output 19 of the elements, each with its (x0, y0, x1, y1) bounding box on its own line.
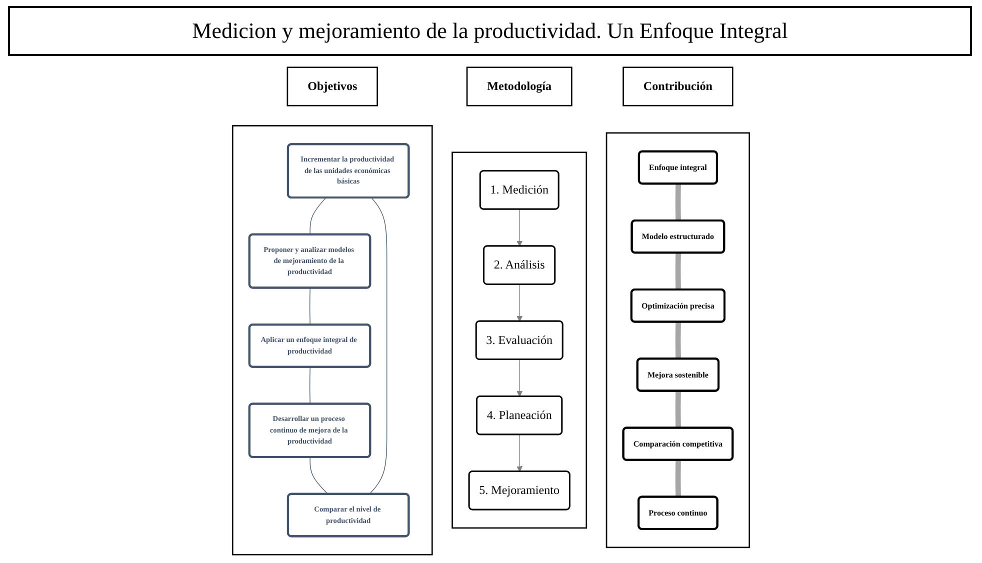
connector (675, 391, 681, 428)
node-box: Contribución (622, 66, 734, 106)
arrow (516, 359, 523, 397)
diagram-title: Medicion y mejoramiento de la productividad. Un Enfoque Integral (8, 6, 972, 56)
node-box: Objetivos (286, 66, 378, 106)
connector (310, 457, 328, 495)
connector (675, 460, 681, 498)
cluster (232, 125, 433, 556)
arrow (516, 209, 523, 247)
connector (310, 197, 326, 236)
connector (675, 322, 681, 359)
cluster (452, 152, 588, 529)
arrow (516, 284, 523, 322)
node-box: Metodología (466, 66, 572, 106)
cluster (606, 132, 750, 548)
connector (675, 184, 681, 221)
connector (675, 252, 681, 290)
connector (368, 197, 388, 495)
arrow (516, 434, 523, 472)
